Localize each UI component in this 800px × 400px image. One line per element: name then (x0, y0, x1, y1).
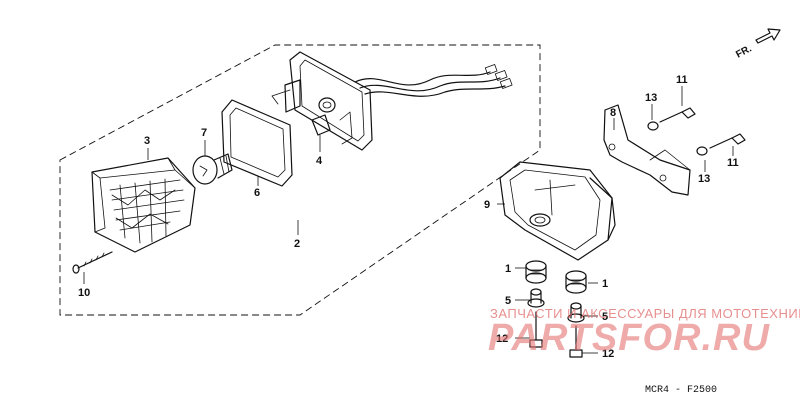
callout-1-right: 1 (602, 278, 608, 290)
callout-6: 6 (254, 187, 260, 199)
callout-2: 2 (294, 238, 300, 250)
callout-5-left: 5 (505, 295, 511, 307)
screw-part-10 (72, 251, 113, 274)
callout-4: 4 (316, 155, 323, 167)
lens-part (91, 157, 196, 253)
diagram-code: MCR4 - F2500 (645, 385, 717, 396)
assembly-outline (59, 44, 541, 316)
callout-9: 9 (484, 199, 490, 211)
collar-parts (527, 288, 585, 323)
callout-13-lower: 13 (698, 173, 710, 185)
callout-11-lower: 11 (727, 157, 739, 169)
housing-base-part (271, 51, 513, 151)
callout-1-left: 1 (505, 263, 511, 275)
watermark-brand: PARTSFOR.RU (488, 317, 770, 359)
callout-13-upper: 13 (645, 92, 657, 104)
callout-7: 7 (201, 127, 207, 139)
case-part (499, 161, 616, 261)
grommet-parts (525, 260, 587, 294)
callout-12-left: 12 (496, 333, 508, 345)
bolt-washer-upper (647, 107, 746, 156)
callout-3: 3 (144, 135, 150, 147)
gasket-part (221, 99, 293, 187)
callout-11-upper: 11 (676, 74, 688, 86)
callout-12-right: 12 (602, 348, 614, 360)
bulb-part (192, 153, 233, 185)
bracket-part (603, 104, 691, 196)
callout-8: 8 (610, 107, 616, 119)
front-direction-arrow: FR. (734, 28, 781, 61)
callout-5-right: 5 (602, 311, 608, 323)
leader-lines (83, 86, 734, 354)
direction-label: FR. (734, 43, 754, 60)
bolt-parts-lower (529, 311, 583, 358)
callout-10: 10 (78, 287, 90, 299)
watermark-tagline: ЗАПЧАСТИ И АКСЕССУАРЫ ДЛЯ МОТОТЕХНИКИ (490, 306, 800, 321)
